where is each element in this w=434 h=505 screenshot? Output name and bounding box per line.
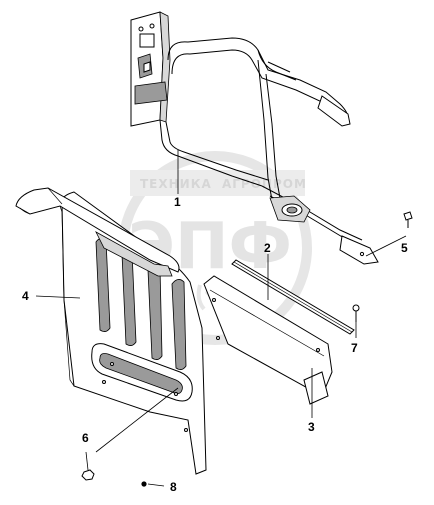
label-part-4: 4: [22, 289, 29, 303]
fender: [15, 187, 207, 475]
label-part-5: 5: [401, 241, 408, 255]
label-part-8: 8: [170, 480, 177, 494]
leader-lines: [35, 150, 407, 487]
label-part-2: 2: [264, 241, 271, 255]
bolt-5: [403, 211, 413, 228]
label-part-3: 3: [308, 420, 315, 434]
part-labels: 1 2 3 4 5 6 7 8: [22, 195, 408, 494]
mud-flap: [203, 275, 333, 405]
watermark-top-text-2: АГРОПРОМ: [222, 177, 307, 191]
bolt-7: [352, 304, 360, 322]
mounting-strip: [231, 259, 355, 335]
nut-6: [81, 469, 95, 481]
label-part-1: 1: [174, 195, 181, 209]
label-part-7: 7: [351, 341, 358, 355]
label-part-6: 6: [82, 431, 89, 445]
fastener-8: [141, 481, 147, 487]
watermark-top-text: ТЕХНИКА: [140, 177, 212, 191]
tube-frame: [130, 11, 379, 265]
